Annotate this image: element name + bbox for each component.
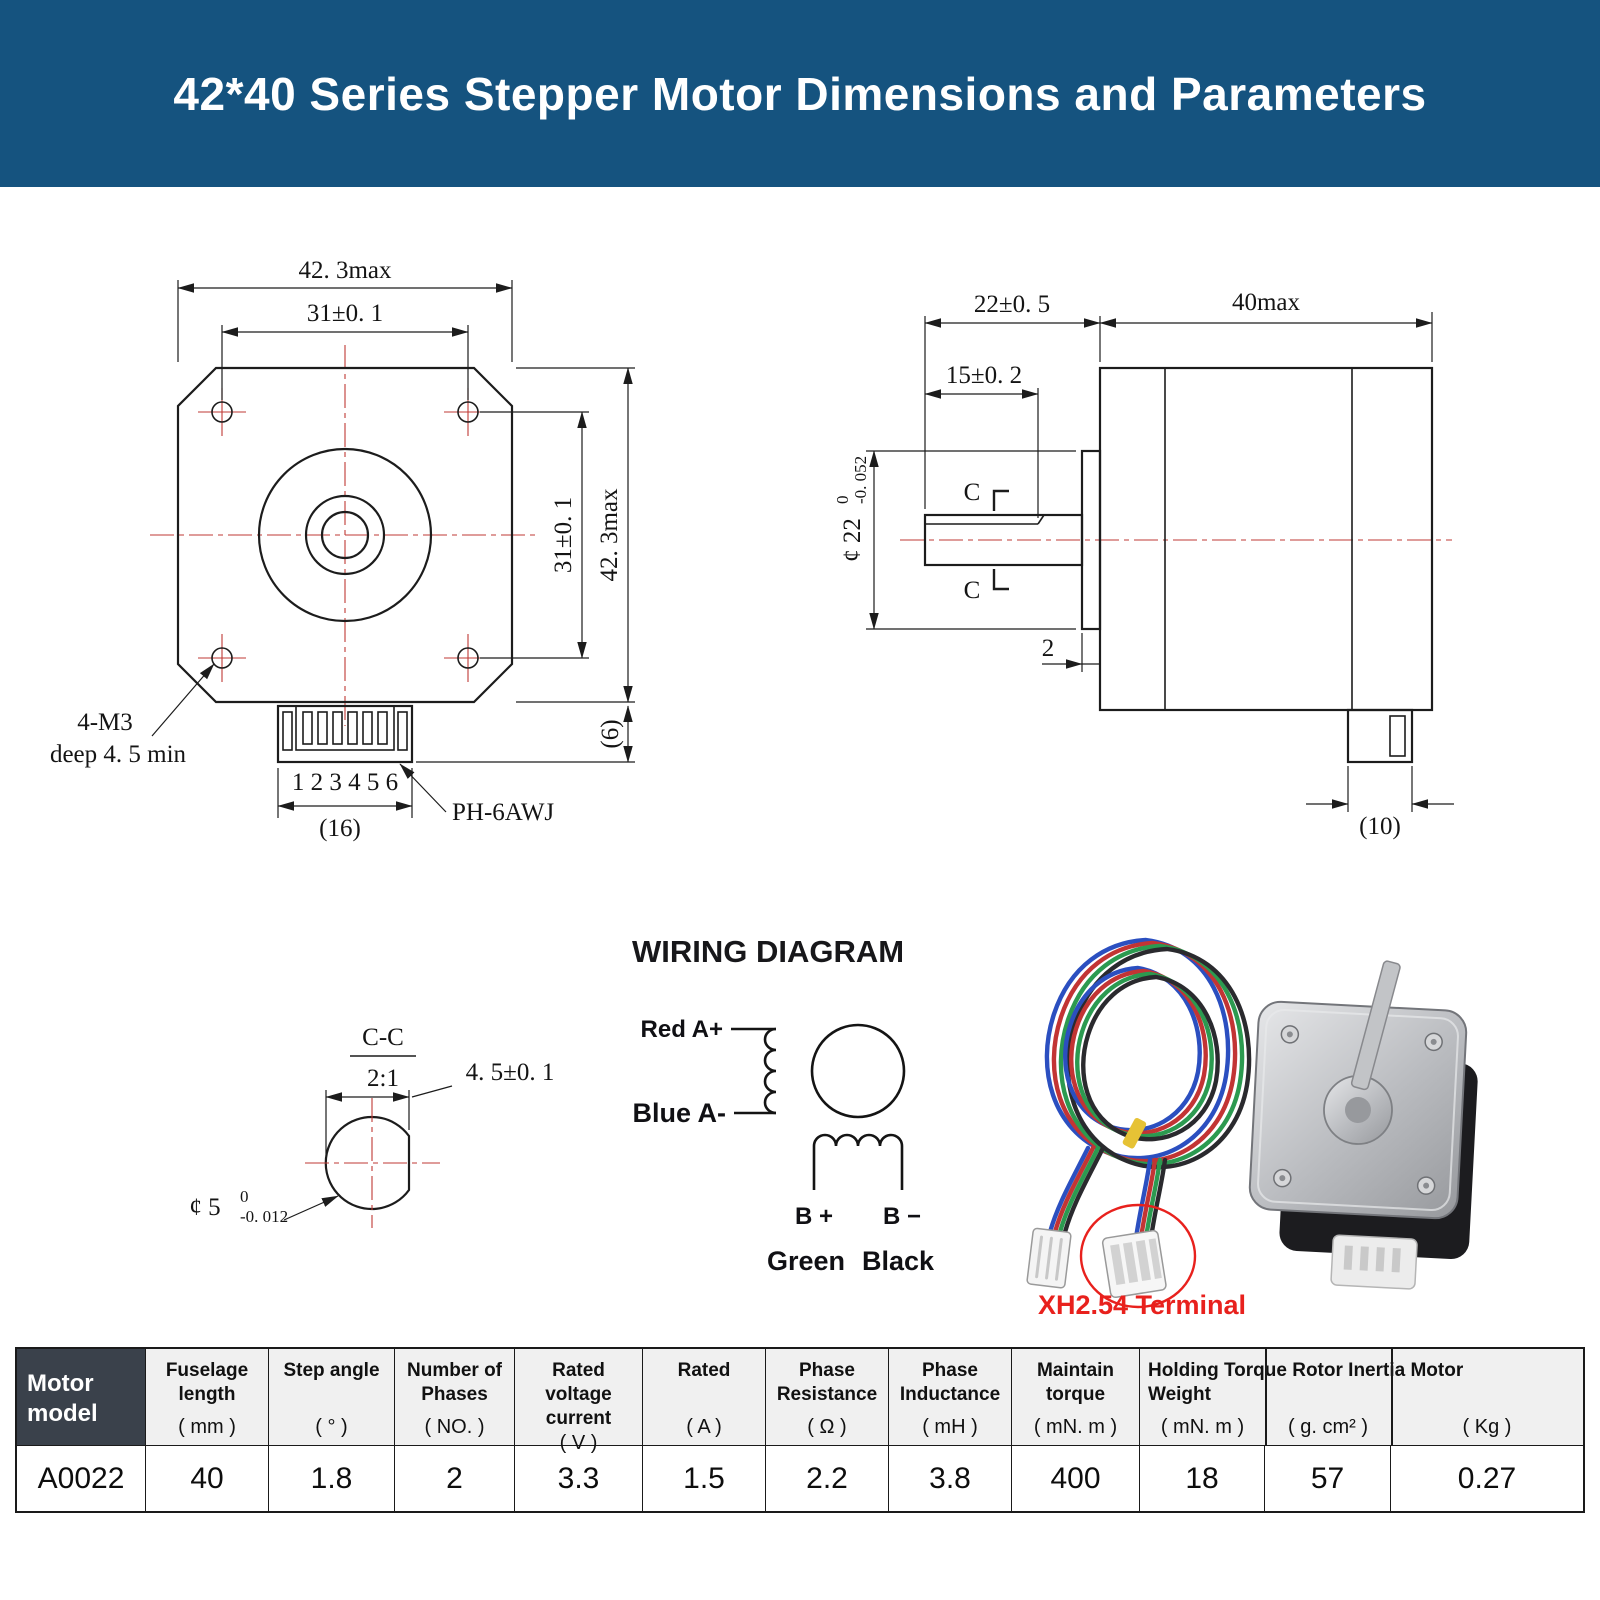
thread-note-line2: deep 4. 5 min: [50, 741, 187, 768]
dim-hole-spacing-v: 31±0. 1: [550, 497, 577, 573]
coil-b: [812, 1133, 904, 1147]
connector-type-label: PH-6AWJ: [452, 799, 554, 826]
cell-number-of-phases: 2: [394, 1445, 514, 1511]
front-connector: [276, 704, 414, 764]
boss-circle: [304, 494, 386, 576]
cable-connector-left: [1026, 1227, 1072, 1289]
dim-boss-dia: ¢ 22: [839, 518, 866, 562]
cell-rotor-inertia: 57: [1264, 1445, 1390, 1511]
cable-photo: XH2.54 Terminal: [1026, 940, 1249, 1320]
dim-shaft-total: 22±0. 5: [974, 291, 1050, 318]
cell-phase-resistance: 2.2: [765, 1445, 888, 1511]
front-view-drawing: 42. 3max 31±0. 1 31±0. 1 42. 3max (6) 1 …: [50, 257, 635, 842]
title-banner: 42*40 Series Stepper Motor Dimensions an…: [0, 0, 1600, 187]
motor-photo: [1248, 960, 1478, 1290]
dim-flat-length: 15±0. 2: [946, 362, 1022, 389]
col-header-maintain-torque: Maintain torque ( mN. m ): [1011, 1349, 1139, 1445]
phase-b-pos-label: B +: [795, 1203, 833, 1230]
col-header-phase-inductance: Phase Inductance ( mH ): [888, 1349, 1011, 1445]
boss-tol-lower: -0. 052: [851, 456, 870, 504]
cell-step-angle: 1.8: [268, 1445, 394, 1511]
dia-tol-upper: 0: [240, 1187, 249, 1206]
page-title: 42*40 Series Stepper Motor Dimensions an…: [173, 67, 1427, 120]
technical-drawings: 42. 3max 31±0. 1 31±0. 1 42. 3max (6) 1 …: [50, 257, 1478, 1320]
shaft-circle: [320, 510, 370, 560]
shaft-section-shape: [324, 1115, 411, 1211]
col-header-holding-torque-group: Holding Torque Rotor Inertia Motor Weigh…: [1139, 1349, 1583, 1445]
cable-loops: [1047, 940, 1249, 1238]
dim-connector-height: (6): [597, 719, 624, 748]
section-cc-drawing: C-C 2:1 4. 5±0. 1 ¢ 5 0 -0. 012: [189, 1024, 554, 1228]
dim-boss-length: 2: [1042, 635, 1055, 662]
dim-width-max: 42. 3max: [298, 257, 392, 284]
col-header-motor-model: Motor model: [17, 1349, 145, 1445]
cell-phase-inductance: 3.8: [888, 1445, 1011, 1511]
flange-screws: [1273, 1025, 1443, 1195]
dim-connector-depth: (10): [1359, 813, 1401, 840]
cell-fuselage-length: 40: [145, 1445, 268, 1511]
section-scale: 2:1: [367, 1065, 399, 1092]
col-header-fuselage-length: Fuselage length ( mm ): [145, 1349, 268, 1445]
phase-a-neg-label: Blue A-: [633, 1098, 727, 1128]
motor-faceplate-outline: [176, 366, 514, 704]
col-header-step-angle: Step angle ( ° ): [268, 1349, 394, 1445]
pin-numbers: 1 2 3 4 5 6: [292, 769, 398, 796]
wiring-diagram: WIRING DIAGRAM Red A+ Blue A- B + B − Gr…: [632, 934, 935, 1276]
unit-rotor-inertia: ( g. cm² ): [1288, 1416, 1368, 1438]
spec-table: Motor model Fuselage length ( mm ) Step …: [15, 1347, 1585, 1513]
cell-motor-weight: 0.27: [1390, 1445, 1583, 1511]
dim-dia: ¢ 5: [189, 1194, 220, 1221]
unit-motor-weight: ( Kg ): [1462, 1416, 1512, 1438]
phase-b-neg-color-label: Black: [862, 1246, 935, 1276]
unit-holding-torque: ( mN. m ): [1160, 1416, 1245, 1438]
mounting-holes: [211, 401, 479, 669]
column-divider: [1391, 1349, 1393, 1445]
rotor-circle: [810, 1023, 906, 1119]
cell-motor-model: A0022: [17, 1445, 145, 1511]
side-connector: [1346, 708, 1414, 764]
phase-a-pos-label: Red A+: [641, 1016, 723, 1043]
col-header-phase-resistance: Phase Resistance ( Ω ): [765, 1349, 888, 1445]
cable-connector-right: [1101, 1229, 1167, 1299]
shaft: [923, 513, 1084, 567]
dim-flat: 4. 5±0. 1: [466, 1059, 555, 1086]
col-header-number-of-phases: Number of Phases ( NO. ): [394, 1349, 514, 1445]
motor-connector: [1330, 1234, 1418, 1290]
terminal-label: XH2.54 Terminal: [1038, 1290, 1246, 1320]
boss-tol-upper: 0: [833, 496, 852, 505]
side-view-drawing: C C 22±0. 5 40max 15±0. 2 ¢ 22 0 -0. 052…: [833, 289, 1454, 840]
dim-connector-width: (16): [319, 815, 361, 842]
pilot-circle: [257, 447, 433, 623]
cell-maintain-torque: 400: [1011, 1445, 1139, 1511]
dim-height-max: 42. 3max: [596, 488, 623, 582]
coil-a: [763, 1027, 777, 1115]
cell-holding-torque: 18: [1139, 1445, 1264, 1511]
motor-shaft: [1350, 960, 1401, 1091]
cable-tie: [1122, 1117, 1147, 1149]
dia-tol-lower: -0. 012: [240, 1207, 288, 1226]
phase-b-pos-color-label: Green: [767, 1246, 845, 1276]
col-header-rated-current: Rated ( A ): [642, 1349, 765, 1445]
cell-rated-voltage: 3.3: [514, 1445, 642, 1511]
section-mark-top: C: [964, 479, 981, 506]
motor-body-outline: [1098, 366, 1434, 712]
dim-hole-spacing-h: 31±0. 1: [307, 300, 383, 327]
wiring-title: WIRING DIAGRAM: [632, 934, 904, 969]
phase-b-neg-label: B −: [883, 1203, 921, 1230]
terminal-highlight-circle: [1079, 1203, 1197, 1309]
col-header-rated-voltage: Rated voltage current ( V ): [514, 1349, 642, 1454]
section-mark-bottom: C: [964, 577, 981, 604]
column-divider: [1265, 1349, 1267, 1445]
section-label: C-C: [362, 1024, 404, 1051]
dim-body-length: 40max: [1232, 289, 1301, 316]
cell-rated-current: 1.5: [642, 1445, 765, 1511]
thread-note-line1: 4-M3: [77, 709, 133, 736]
